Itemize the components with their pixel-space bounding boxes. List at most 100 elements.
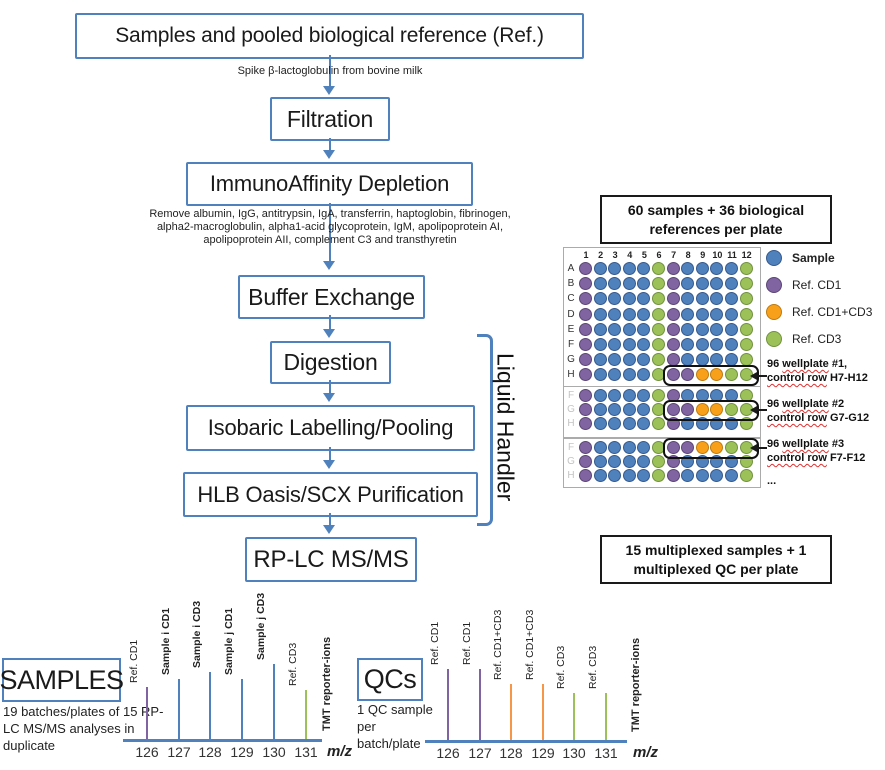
well-ref-cd3 <box>652 389 665 402</box>
flow-step-digestion: Digestion <box>270 341 391 384</box>
flow-arrow-3-head <box>323 261 335 270</box>
well-sample <box>637 307 651 321</box>
samples-tmt-label: TMT reporter-ions <box>321 636 333 731</box>
wellplate-notes-ellipsis: ... <box>767 475 777 487</box>
well-sample <box>622 368 636 382</box>
well-ref-cd3 <box>725 368 738 382</box>
legend-label-2: Ref. CD1+CD3 <box>792 305 873 319</box>
well-ref-cd1 <box>579 322 592 336</box>
note-text: 96 <box>767 438 783 450</box>
qcs-peak-131 <box>605 693 607 740</box>
qcs-peak-label-126: Ref. CD1 <box>429 621 441 665</box>
samples-peak-label-130: Sample j CD3 <box>255 592 267 660</box>
samples-peak-label-126: Ref. CD1 <box>128 639 140 683</box>
well-ref-cd3 <box>725 441 738 454</box>
well-sample <box>593 417 607 430</box>
note-text: 96 <box>767 358 783 370</box>
liquid-handler-label: Liquid Handler <box>492 352 519 502</box>
well-sample <box>593 277 607 291</box>
plate-col-label: 12 <box>741 250 752 260</box>
wellplate-note-3-line-2: control row F7-F12 <box>767 451 865 465</box>
samples-caption-line-2: LC MS/MS analyses in <box>3 721 135 736</box>
well-sample <box>681 322 695 336</box>
well-ref-cd1 <box>666 307 680 321</box>
samples-title-box: SAMPLES <box>0 658 124 702</box>
samples-peak-131 <box>305 690 307 739</box>
well-sample <box>725 469 738 482</box>
samples-peak-130 <box>273 664 275 739</box>
plate-row-label: G <box>567 456 575 467</box>
plate-col-label: 4 <box>627 250 633 260</box>
flow-arrow-5-head <box>323 393 335 402</box>
plate-row-label: H <box>567 470 575 481</box>
qcs-peak-label-128: Ref. CD1+CD3 <box>492 609 504 680</box>
plate-summary-line-2: references per plate <box>649 220 783 237</box>
well-sample <box>710 262 724 275</box>
qcs-caption-line-3: batch/plate <box>357 736 421 751</box>
well-sample <box>681 307 695 321</box>
legend-label-0: Sample <box>792 251 835 265</box>
well-sample <box>593 353 607 367</box>
well-sample <box>637 455 651 468</box>
plate-row-label: F <box>567 442 575 453</box>
legend-label-3: Ref. CD3 <box>792 332 842 346</box>
qcs-peak-127 <box>479 669 481 740</box>
well-ref-cd1 <box>579 417 592 430</box>
plate-summary-line-1: 60 samples + 36 biological <box>627 201 805 218</box>
well-ref-cd1 <box>666 441 680 454</box>
well-ref-cd1 <box>579 277 592 291</box>
well-sample <box>608 292 622 306</box>
well-ref-cd1 <box>579 389 592 402</box>
plate-col-label: 6 <box>656 250 662 260</box>
well-sample <box>695 469 709 482</box>
misspelled-word: control row <box>767 372 827 384</box>
well-sample <box>637 368 651 382</box>
well-sample <box>710 338 724 351</box>
misspelled-word: control row <box>767 452 827 464</box>
well-sample <box>593 262 607 275</box>
well-sample <box>608 353 622 367</box>
well-sample <box>637 277 651 291</box>
misspelled-word: wellplate <box>782 438 829 450</box>
multiplex-summary-box: 15 multiplexed samples + 1 multiplexed Q… <box>600 535 832 584</box>
well-sample <box>637 403 651 416</box>
wellplate-note-2-line-2: control row G7-G12 <box>767 411 869 425</box>
well-sample <box>622 441 636 454</box>
well-sample <box>725 277 738 291</box>
well-ref-cd1 <box>666 469 680 482</box>
well-sample <box>608 338 622 351</box>
flow-step-isobaric-labelling: Isobaric Labelling/Pooling <box>186 405 475 451</box>
plate-col-label: 2 <box>598 250 604 260</box>
note-arrow-head-2 <box>750 406 757 414</box>
well-ref-cd1 <box>579 368 592 382</box>
well-sample <box>608 262 622 275</box>
well-ref-cd3 <box>652 277 665 291</box>
well-sample <box>695 338 709 351</box>
control-row-box-3 <box>662 438 760 459</box>
samples-tick-126: 126 <box>135 744 159 760</box>
well-sample <box>608 441 622 454</box>
well-sample <box>725 262 738 275</box>
well-ref-cd1 <box>579 292 592 306</box>
well-sample <box>622 262 636 275</box>
plate-row-label: F <box>567 390 575 401</box>
samples-mz-label: m/z <box>327 743 353 760</box>
flow-arrow-1-head <box>323 86 335 95</box>
well-ref-cd3 <box>739 292 753 306</box>
well-ref-cd1 <box>579 262 592 275</box>
flow-step-hlb-scx-purification: HLB Oasis/SCX Purification <box>183 472 478 517</box>
misspelled-word: control row <box>767 412 827 424</box>
samples-tick-130: 130 <box>262 744 286 760</box>
qcs-tick-126: 126 <box>436 745 460 761</box>
control-row-box-1 <box>662 365 760 387</box>
flow-arrow-6 <box>329 447 331 461</box>
qcs-tmt-label: TMT reporter-ions <box>630 637 642 732</box>
legend-dot-0 <box>766 250 782 266</box>
samples-caption: 19 batches/plates of 15 RP- LC MS/MS ana… <box>3 703 183 754</box>
qcs-peak-126 <box>447 669 449 740</box>
samples-peak-128 <box>209 672 211 739</box>
well-ref-cd3 <box>739 322 753 336</box>
well-ref-cd1-cd3 <box>695 368 709 382</box>
